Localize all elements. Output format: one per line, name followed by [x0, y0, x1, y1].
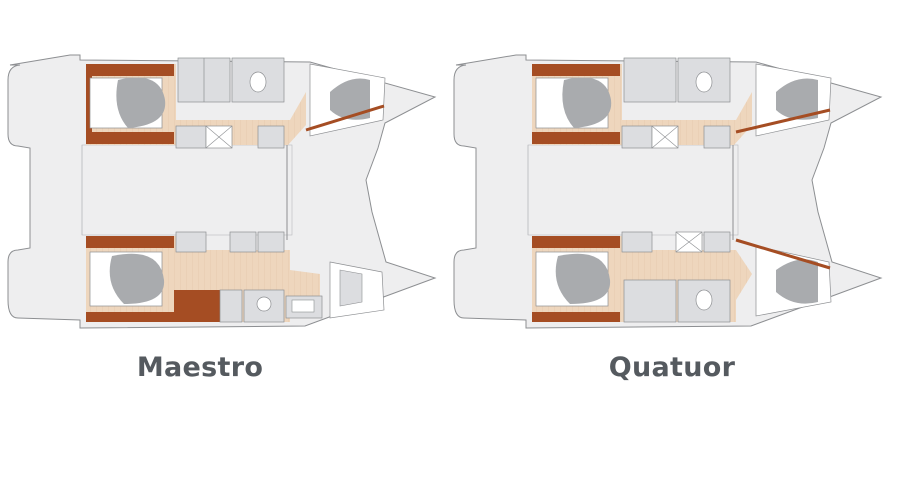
storage-shelf-icon [339, 269, 363, 307]
sink-icon [285, 295, 323, 319]
berth-headboard [86, 236, 174, 248]
wood-panel [86, 64, 92, 144]
plan-quatuor [453, 54, 882, 329]
shower-icon [623, 279, 677, 323]
shower-icon [623, 57, 677, 103]
bed-icon [330, 78, 370, 120]
berth-headboard [532, 64, 620, 76]
wood-panel [305, 104, 385, 132]
storage-shelf-icon [175, 231, 285, 253]
bed-icon [89, 77, 166, 129]
wood-panel [532, 312, 620, 322]
wood-panel [532, 132, 620, 144]
toilet-icon [231, 57, 285, 103]
bed-icon [776, 259, 818, 304]
storage-shelf-icon [621, 231, 731, 253]
toilet-icon [677, 279, 731, 323]
shower-icon [177, 57, 231, 103]
wood-panel [86, 312, 176, 322]
berth-headboard [532, 236, 620, 248]
berth-headboard [86, 64, 174, 76]
toilet-icon [677, 57, 731, 103]
wood-panel [735, 238, 831, 270]
layout-name-maestro: Maestro [136, 352, 264, 383]
plan-maestro [7, 54, 436, 329]
wood-stair [174, 290, 220, 322]
wood-panel [86, 132, 174, 144]
bed-icon [535, 77, 612, 129]
bed-icon [89, 251, 165, 307]
layout-name-quatuor: Quatuor [608, 352, 736, 383]
shower-icon [219, 289, 243, 323]
storage-shelf-icon [175, 125, 285, 149]
bed-icon [535, 251, 611, 307]
toilet-icon [243, 289, 285, 323]
bed-icon [776, 78, 818, 120]
wood-panel [735, 108, 831, 134]
storage-shelf-icon [621, 125, 731, 149]
